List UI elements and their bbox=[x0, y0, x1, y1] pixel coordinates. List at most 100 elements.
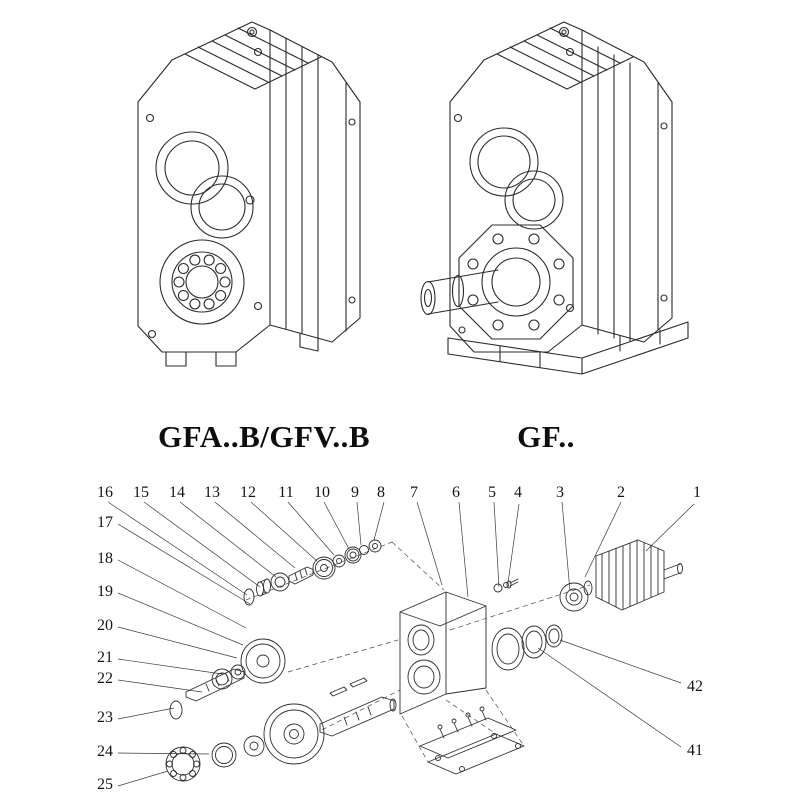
part-output-gear-set bbox=[165, 677, 397, 782]
callout-20: 20 bbox=[97, 617, 113, 634]
callout-13: 13 bbox=[204, 484, 220, 501]
flange-octagon bbox=[458, 224, 574, 340]
circlip bbox=[169, 700, 183, 720]
callout-numbers-top: 16 15 14 13 12 11 10 9 8 7 6 5 4 3 2 1 bbox=[97, 484, 701, 501]
model-label-right: GF.. bbox=[517, 419, 575, 454]
output-ball-bearing bbox=[165, 746, 201, 782]
intermediate-pinion-shaft bbox=[185, 668, 245, 702]
callout-17: 17 bbox=[97, 514, 113, 531]
gearbox-left-drawing bbox=[137, 21, 361, 367]
shaft-key-2 bbox=[349, 677, 368, 688]
callout-2: 2 bbox=[617, 484, 625, 501]
part-input-small-parts bbox=[243, 539, 382, 606]
callout-22: 22 bbox=[97, 670, 113, 687]
housing-side-body bbox=[581, 29, 673, 343]
upper-bore-outer bbox=[155, 131, 229, 205]
part-intermediate-gear-set bbox=[169, 638, 286, 720]
callout-7: 7 bbox=[410, 484, 418, 501]
housing-front bbox=[399, 591, 447, 715]
small-boss bbox=[245, 195, 255, 205]
output-helical-gear bbox=[263, 703, 325, 765]
helical-gear-small bbox=[312, 556, 336, 580]
mounting-feet bbox=[165, 332, 319, 367]
side-band-lines bbox=[285, 37, 347, 339]
washer bbox=[230, 664, 246, 680]
callout-numbers-right: 42 41 bbox=[687, 678, 703, 759]
callout-19: 19 bbox=[97, 583, 113, 600]
output-shaft bbox=[319, 696, 395, 737]
housing-top-ridge bbox=[566, 56, 634, 90]
callout-23: 23 bbox=[97, 709, 113, 726]
motor-cooling-fins bbox=[601, 539, 659, 610]
shaft-key-1 bbox=[329, 686, 348, 697]
motor-shaft-stub bbox=[663, 563, 681, 580]
callout-10: 10 bbox=[314, 484, 330, 501]
retaining-ring bbox=[545, 624, 563, 648]
pinion-shaft-small bbox=[288, 566, 314, 585]
base-plinth bbox=[447, 321, 689, 375]
callout-numbers-left: 17 18 19 20 21 22 23 24 25 bbox=[97, 514, 113, 793]
housing-front-face bbox=[449, 21, 583, 353]
shim bbox=[359, 545, 369, 555]
corner-bolt-holes bbox=[453, 47, 668, 334]
callout-41: 41 bbox=[687, 742, 703, 759]
cover-plate bbox=[427, 733, 525, 775]
upper-bore-inner bbox=[164, 140, 220, 196]
callout-1: 1 bbox=[693, 484, 701, 501]
output-flange bbox=[458, 224, 574, 340]
callout-6: 6 bbox=[452, 484, 460, 501]
callout-3: 3 bbox=[556, 484, 564, 501]
callout-18: 18 bbox=[97, 550, 113, 567]
part-seal-rings bbox=[491, 624, 563, 671]
leader-lines-top bbox=[107, 501, 695, 598]
lower-bore-inner bbox=[198, 183, 246, 231]
callout-12: 12 bbox=[240, 484, 256, 501]
callout-4: 4 bbox=[514, 484, 522, 501]
housing-side bbox=[445, 591, 487, 695]
assembly-axis-lines bbox=[245, 541, 591, 763]
callout-24: 24 bbox=[97, 743, 113, 760]
callout-11: 11 bbox=[278, 484, 293, 501]
seal-ring bbox=[521, 625, 547, 659]
callout-5: 5 bbox=[488, 484, 496, 501]
spacer-sleeve bbox=[256, 578, 271, 597]
cover-gasket bbox=[419, 717, 517, 759]
housing-lower-bore bbox=[407, 659, 441, 695]
gearbox-right-drawing bbox=[420, 21, 689, 375]
part-bottom-cover bbox=[419, 706, 525, 775]
upper-bore-inner bbox=[477, 135, 531, 189]
callout-42: 42 bbox=[687, 678, 703, 695]
leader-lines-right bbox=[537, 639, 682, 748]
cooling-rib-lines bbox=[184, 27, 309, 90]
washer-large bbox=[243, 735, 265, 757]
housing-side-body bbox=[269, 29, 361, 343]
callout-21: 21 bbox=[97, 649, 113, 666]
base-foot-notches bbox=[499, 329, 661, 368]
lower-bore-inner bbox=[512, 178, 556, 222]
motor-body-outline bbox=[595, 539, 665, 611]
snap-ring bbox=[243, 588, 255, 606]
ball-bearing bbox=[211, 668, 233, 690]
part-input-coupling bbox=[559, 580, 593, 612]
part-fastener-set bbox=[493, 578, 519, 593]
gasket-ring bbox=[491, 627, 525, 671]
lower-bore-outer bbox=[504, 170, 564, 230]
part-motor bbox=[595, 539, 683, 611]
part-housing bbox=[399, 591, 487, 715]
cooling-rib-lines bbox=[496, 27, 621, 90]
corner-bolt-holes bbox=[145, 47, 356, 339]
lower-bore-outer bbox=[190, 175, 254, 239]
eyebolt-hole-inner bbox=[561, 29, 567, 35]
housing-top-ridge bbox=[254, 56, 322, 90]
callout-8: 8 bbox=[377, 484, 385, 501]
model-label-left: GFA..B/GFV..B bbox=[158, 419, 370, 454]
bushing bbox=[368, 539, 382, 553]
snap-ring-large bbox=[211, 742, 237, 768]
eyebolt-hole bbox=[558, 26, 570, 38]
gear-spacer bbox=[344, 546, 362, 564]
output-shaft bbox=[420, 269, 499, 316]
callout-15: 15 bbox=[133, 484, 149, 501]
upper-bore-outer bbox=[469, 127, 539, 197]
